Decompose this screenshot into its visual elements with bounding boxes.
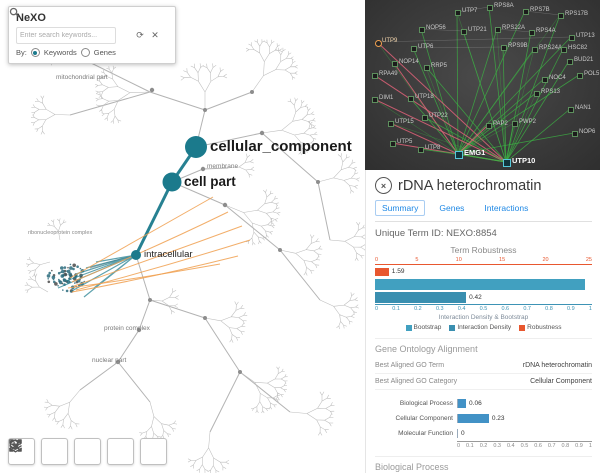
go-term-row-label: Best Aligned GO Term [375, 362, 445, 369]
ontology-tree-canvas [16, 6, 365, 473]
robustness-bar [375, 267, 389, 276]
go-category-row-value: Cellular Component [530, 378, 592, 385]
term-title: rDNA heterochromatin [398, 177, 542, 194]
zoom-out-button[interactable] [9, 438, 68, 465]
search-panel: NeXO ⟳ ✕ By: Keywords Genes [8, 6, 176, 64]
radio-keywords[interactable] [30, 48, 40, 57]
go-alignment-chart: Biological Process 0.06 Cellular Compone… [375, 396, 592, 449]
bp-score-value: 0.06 [469, 400, 482, 407]
radio-keywords-label: Keywords [43, 48, 77, 57]
robustness-bottom-axis [375, 304, 592, 305]
node-intracellular [131, 250, 141, 260]
tree-branches [44, 41, 331, 433]
go-chart-category: Molecular Function [398, 430, 453, 437]
node-label-cellular-component[interactable]: cellular_component [210, 138, 352, 155]
cc-score-value: 0.23 [491, 415, 505, 422]
layers-button[interactable] [9, 438, 167, 465]
radio-genes[interactable] [80, 48, 90, 57]
robustness-legend: Bootstrap Interaction Density Robustness [375, 324, 592, 331]
ontology-tree-panel[interactable]: cellular_component cell part intracellul… [0, 0, 365, 473]
cc-score-bar [458, 414, 489, 423]
table-row: Best Aligned GO Term rDNA heterochromati… [375, 358, 592, 374]
node-label-intracellular[interactable]: intracellular [144, 249, 193, 260]
interaction-overlay-edges [67, 196, 251, 293]
bootstrap-bar [375, 279, 586, 290]
robustness-swatch [519, 324, 526, 331]
details-tabs: Summary Genes Interactions [375, 200, 592, 222]
reset-icon[interactable]: ⟳ [136, 30, 144, 40]
interaction-density-legend-label: Interaction Density [457, 324, 512, 331]
node-cell-part [162, 172, 182, 192]
interaction-density-swatch [449, 324, 456, 331]
highlighted-path-edges [57, 145, 198, 298]
node-label-mitochondrial-part[interactable]: mitochondrial part [56, 74, 108, 81]
robustness-top-axis [375, 264, 592, 265]
tab-summary[interactable]: Summary [375, 200, 426, 216]
bp-score-bar [458, 399, 467, 408]
go-category-row-label: Best Aligned GO Category [375, 378, 458, 385]
tab-interactions[interactable]: Interactions [484, 203, 529, 213]
robustness-value: 1.59 [391, 268, 405, 275]
clear-icon[interactable]: ✕ [151, 30, 159, 40]
search-icon[interactable] [9, 7, 131, 42]
biological-process-section-title: Biological Process [375, 456, 592, 472]
robustness-legend-label: Robustness [527, 324, 562, 331]
node-label-membrane[interactable]: membrane [207, 163, 239, 170]
table-row: Best Aligned GO Category Cellular Compon… [375, 374, 592, 390]
robustness-axis-label: Interaction Density & Bootstrap [438, 314, 529, 321]
search-by-label: By: [16, 48, 27, 57]
bootstrap-legend-label: Bootstrap [413, 324, 442, 331]
expand-view-button[interactable] [10, 438, 134, 465]
radio-genes-label: Genes [93, 48, 116, 57]
gene-cluster-blob [46, 263, 85, 293]
search-input[interactable] [16, 27, 116, 44]
node-label-ribonucleoprotein-complex[interactable]: ribonucleoprotein complex [28, 230, 93, 236]
interaction-density-value: 0.42 [469, 294, 482, 301]
network-edges [373, 6, 580, 163]
node-label-nuclear-part[interactable]: nuclear part [92, 357, 127, 364]
app-title: NeXO [16, 12, 46, 24]
term-nodes[interactable] [131, 136, 207, 260]
fit-to-screen-icon [9, 439, 22, 452]
go-alignment-table: Best Aligned GO Term rDNA heterochromati… [375, 358, 592, 390]
go-chart-category: Biological Process [399, 400, 453, 407]
term-details-panel: × rDNA heterochromatin Summary Genes Int… [365, 170, 600, 473]
tree-toolbar [8, 438, 167, 465]
bootstrap-swatch [405, 324, 412, 331]
layers-icon [9, 439, 22, 453]
close-details-button[interactable]: × [375, 177, 392, 194]
interaction-density-bar [375, 292, 467, 303]
go-term-row-value: rDNA heterochromatin [522, 362, 592, 369]
fit-to-screen-button[interactable] [9, 438, 101, 465]
unique-term-id: Unique Term ID: NEXO:8854 [375, 228, 497, 239]
go-alignment-section-title: Gene Ontology Alignment [375, 338, 592, 354]
node-label-protein-complex[interactable]: protein complex [104, 325, 150, 332]
go-chart-category: Cellular Component [395, 415, 453, 422]
node-cellular-component [185, 136, 207, 158]
robustness-chart-title: Term Robustness [450, 245, 517, 255]
tab-genes[interactable]: Genes [439, 203, 465, 213]
node-label-cell-part[interactable]: cell part [184, 174, 236, 189]
mf-score-value: 0 [461, 430, 465, 437]
